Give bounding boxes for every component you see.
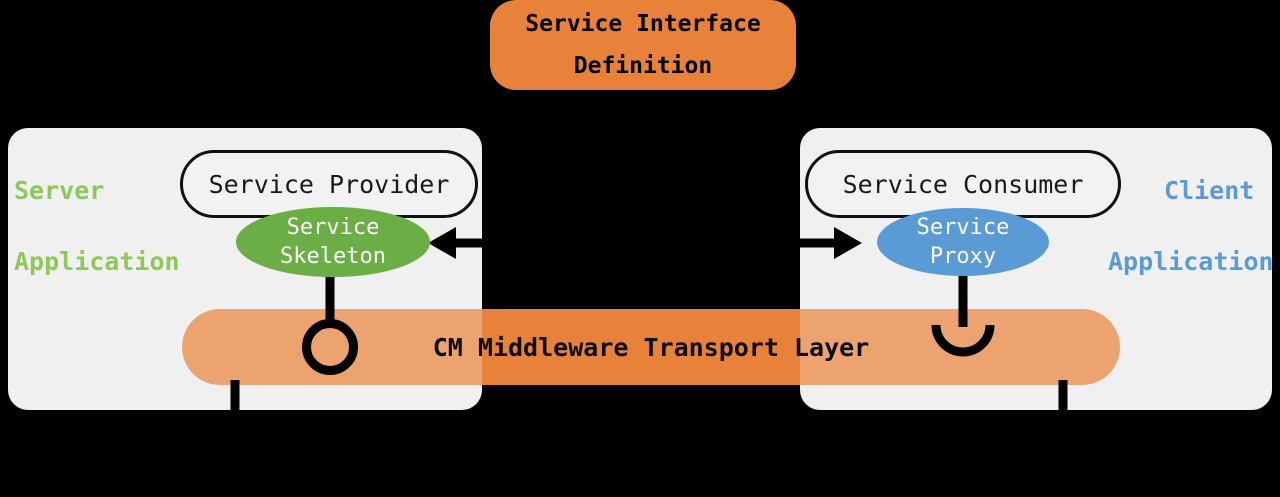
service-consumer-label: Service Consumer [842, 169, 1084, 199]
service-skeleton-label-line-2: Skeleton [280, 244, 386, 269]
service-proxy-label-line-2: Proxy [929, 244, 997, 269]
client-label: Client [1164, 176, 1255, 205]
service-proxy-label-line-1: Service [916, 215, 1010, 240]
service-provider-node[interactable]: Service Provider [180, 150, 478, 218]
client-application-label: Application [1108, 247, 1274, 276]
transport-layer-bar-center-segment [482, 309, 800, 385]
server-label: Server [14, 176, 105, 205]
service-proxy-node[interactable]: Service Proxy [877, 208, 1049, 276]
service-interface-definition-node[interactable]: Service Interface Definition [490, 0, 796, 90]
transport-layer-label-wrapper: CM Middleware Transport Layer [182, 309, 1120, 385]
transport-layer-label: CM Middleware Transport Layer [432, 332, 870, 362]
title-line-2: Definition [573, 53, 713, 79]
title-line-1: Service Interface [525, 11, 761, 37]
service-skeleton-label-line-1: Service [286, 215, 380, 240]
service-skeleton-node[interactable]: Service Skeleton [236, 207, 430, 277]
service-provider-label: Service Provider [208, 169, 450, 199]
server-application-label: Application [14, 247, 180, 276]
